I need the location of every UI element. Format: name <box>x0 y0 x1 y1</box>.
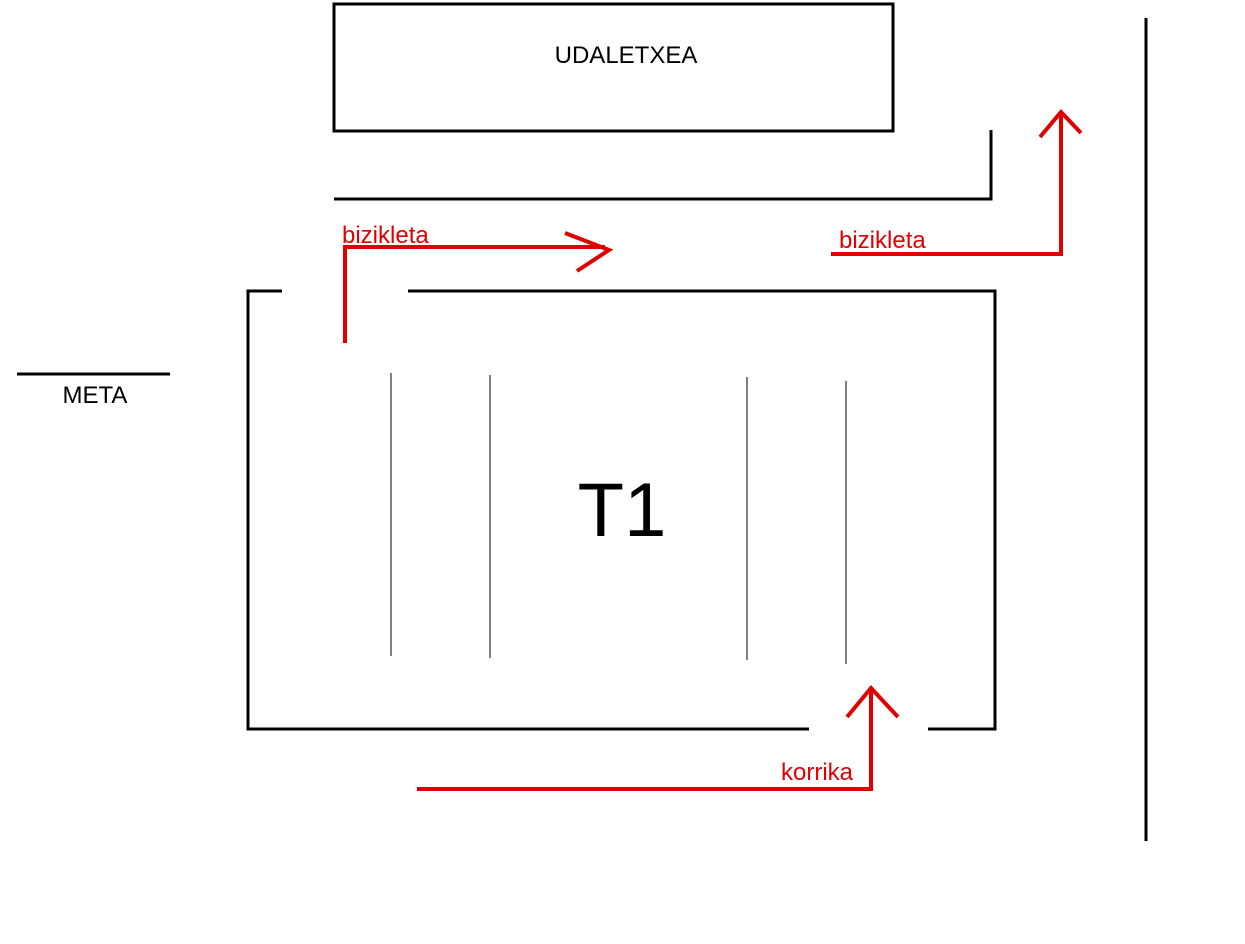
bike-route-arrow-right <box>831 114 1063 256</box>
arrow-head-right-icon <box>564 231 614 273</box>
transition-label: T1 <box>578 468 667 553</box>
arrow-head-up-icon <box>1038 109 1083 139</box>
bike-route-arrow-left <box>343 245 605 343</box>
road-edge-top <box>334 130 993 201</box>
transition-area-outline-right <box>408 289 997 731</box>
run-label: korrika <box>781 759 854 786</box>
run-route-arrow <box>417 689 873 791</box>
bike-label-left: bizikleta <box>342 222 429 249</box>
transition-area-outline <box>246 289 809 731</box>
arrow-head-up-icon <box>845 684 900 719</box>
town-hall-box <box>332 2 895 133</box>
town-hall-label: UDALETXEA <box>555 42 698 69</box>
finish-label: META <box>63 382 128 409</box>
bike-label-right: bizikleta <box>839 227 926 254</box>
